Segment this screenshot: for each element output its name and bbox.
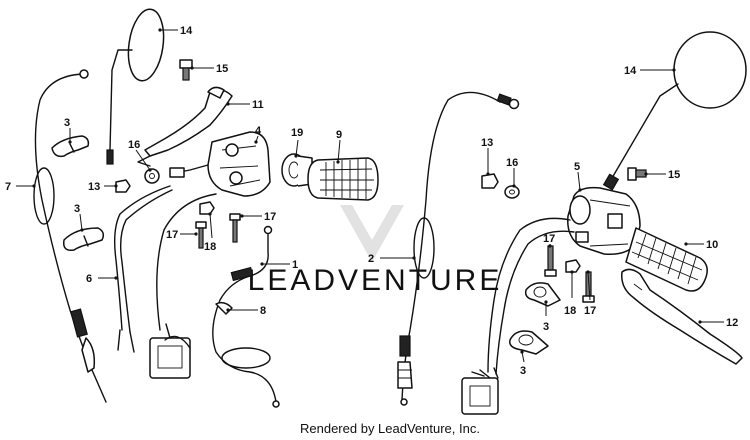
label-3-right-a: 3 [543,321,549,333]
label-3-top: 3 [64,117,70,129]
switch-wiring-right [461,217,575,415]
mirror-left [106,8,165,165]
bolt-15-left [179,59,193,81]
label-18-left: 18 [204,241,216,253]
clutch-cable [33,69,107,403]
label-5: 5 [574,161,580,173]
watermark-logo-icon [340,205,404,262]
label-17-d: 17 [584,305,596,317]
cable-2 [397,91,520,406]
credit-text: Rendered by LeadVenture, Inc. [300,421,480,436]
nut-13-right [481,173,499,189]
watermark-text: LEADVENTURE [248,264,503,297]
label-17-b: 17 [264,211,276,223]
label-17-a: 17 [166,229,178,241]
label-19: 19 [291,127,303,139]
label-2: 2 [368,253,374,265]
label-4: 4 [255,125,262,137]
lever-bracket [169,131,271,197]
nut-13-left [115,179,131,193]
label-7: 7 [5,181,11,193]
clamp-3-top [51,135,90,158]
label-16-right: 16 [506,157,518,169]
label-15-left: 15 [216,63,228,75]
mirror-right [602,31,747,191]
washer-16-right [504,185,520,199]
label-14-right: 14 [624,65,637,77]
bolt-15-right [627,167,647,181]
screws-left [195,201,241,249]
label-17-c: 17 [543,233,555,245]
label-1: 1 [292,259,298,271]
grip-left [307,157,379,201]
collar-19 [281,153,313,187]
label-12: 12 [726,317,738,329]
label-16-left: 16 [128,139,140,151]
label-8: 8 [260,305,266,317]
throttle-grip [625,227,708,292]
wire-harness-6 [113,185,173,353]
switch-wiring [149,193,217,379]
washer-16-left [144,168,160,184]
clamp-3-right-b [509,330,549,355]
label-11: 11 [252,99,264,111]
clip-8 [215,301,233,315]
right-switch-housing [567,186,641,256]
leader-lines [16,28,724,363]
throttle-cable-1 [212,225,280,408]
label-14-left: 14 [180,25,193,37]
label-13-right: 13 [481,137,493,149]
clamp-3-right-a [524,282,561,307]
label-10: 10 [706,239,718,251]
label-13-left: 13 [88,181,100,193]
part-labels: 14 15 11 4 19 9 3 3 7 16 13 6 17 17 18 1… [5,25,738,377]
label-18-right: 18 [564,305,576,317]
label-3-right-b: 3 [520,365,526,377]
clutch-lever [137,86,233,167]
label-9: 9 [336,129,342,141]
clamp-3-mid [62,227,105,252]
label-3-mid: 3 [74,203,80,215]
label-6: 6 [86,273,92,285]
brake-lever [621,268,743,365]
watermark: LEADVENTURE [248,205,503,297]
label-15-right: 15 [668,169,680,181]
